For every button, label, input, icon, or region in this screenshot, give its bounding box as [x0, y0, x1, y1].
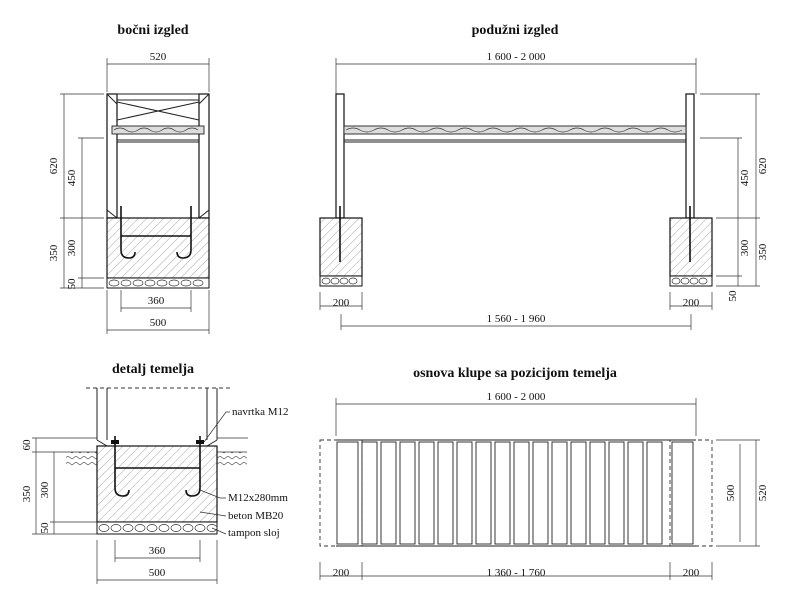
side-view: 520 360 [48, 51, 210, 334]
plan-view: 1 600 - 2 000 [319, 391, 769, 580]
dim-long-found-right: 200 [683, 297, 700, 309]
dim-plan-length: 1 600 - 2 000 [487, 391, 546, 403]
dim-long-h-gravel: 50 [727, 290, 739, 302]
dim-long-h-upper: 450 [739, 169, 751, 186]
dim-plan-middle: 1 360 - 1 760 [487, 567, 546, 579]
dim-side-found-width: 500 [150, 317, 167, 329]
title-foundation-detail: detalj temelja [112, 362, 194, 377]
dim-detail-350: 350 [21, 485, 33, 502]
label-concrete: beton MB20 [228, 510, 284, 522]
dim-long-h-total: 620 [757, 157, 769, 174]
dim-long-length: 1 600 - 2 000 [487, 51, 546, 63]
dim-detail-50: 50 [39, 522, 51, 534]
dim-side-height-conc: 300 [66, 239, 78, 256]
dim-long-found-left: 200 [333, 297, 350, 309]
foundation-detail: navrtka M12 M12x280mm beton MB20 tampon … [21, 387, 289, 584]
label-base: tampon sloj [228, 527, 280, 539]
dim-plan-depth-inner: 500 [725, 484, 737, 501]
dim-detail-60: 60 [21, 439, 33, 451]
title-side-view: bočni izgled [117, 23, 188, 38]
dim-detail-width: 500 [149, 567, 166, 579]
title-plan-view: osnova klupe sa pozicijom temelja [413, 366, 617, 381]
dim-plan-found-right: 200 [683, 567, 700, 579]
label-nut: navrtka M12 [232, 406, 289, 418]
dim-plan-found-left: 200 [333, 567, 350, 579]
label-bolt: M12x280mm [228, 492, 288, 504]
dim-side-height-found: 350 [48, 244, 60, 261]
dim-long-h-found: 350 [757, 243, 769, 260]
dim-side-width: 520 [150, 51, 167, 63]
dim-detail-anchor-spacing: 360 [149, 545, 166, 557]
dim-long-found-spacing: 1 560 - 1 960 [487, 313, 546, 325]
dim-long-h-conc: 300 [739, 239, 751, 256]
dim-plan-depth-outer: 520 [757, 484, 769, 501]
dim-side-anchor-spacing: 360 [148, 295, 165, 307]
title-long-view: podužni izgled [472, 23, 559, 38]
dim-side-height-upper: 450 [66, 169, 78, 186]
dim-side-height-total: 620 [48, 157, 60, 174]
long-view: 1 600 - 2 000 200 200 [319, 51, 769, 330]
dim-side-height-gravel: 50 [66, 278, 78, 290]
dim-detail-300: 300 [39, 481, 51, 498]
